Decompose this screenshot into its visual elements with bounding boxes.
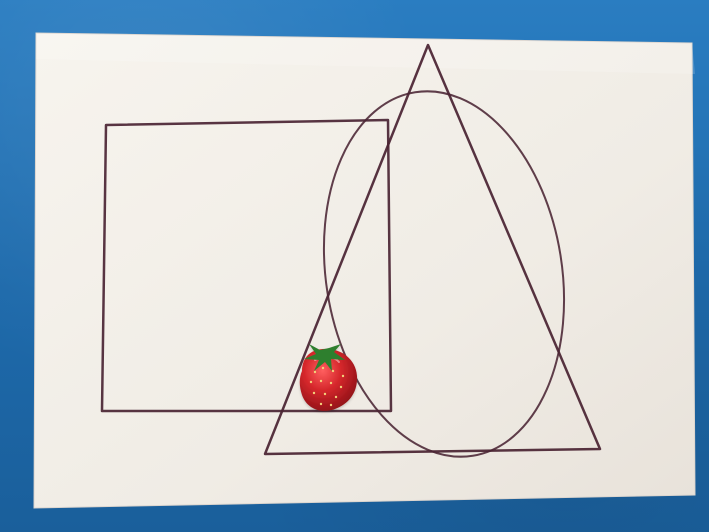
seed [342, 375, 344, 377]
seed [320, 380, 322, 382]
seed [313, 392, 315, 394]
seed [332, 370, 334, 372]
seed [314, 371, 316, 373]
seed [320, 403, 322, 405]
seed [330, 382, 332, 384]
seed [340, 386, 342, 388]
seed [330, 404, 332, 406]
seed [324, 393, 326, 395]
seed [322, 367, 324, 369]
seed [335, 396, 337, 398]
seed [310, 381, 312, 383]
